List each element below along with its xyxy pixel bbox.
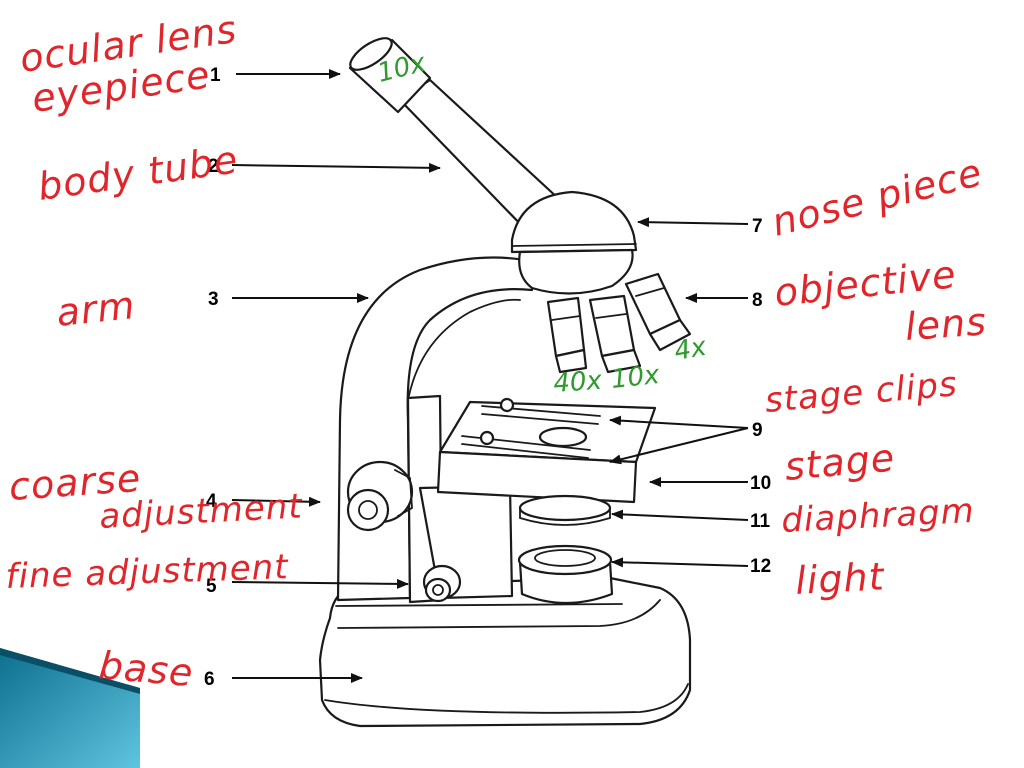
callout-number-8: 8 xyxy=(752,290,763,311)
label-objective-10x: 10x xyxy=(610,360,662,395)
callout-number-1: 1 xyxy=(210,65,221,86)
callout-number-12: 12 xyxy=(750,556,771,577)
label-body-tube: body tube xyxy=(35,137,241,209)
callout-numbers: 1 2 3 4 5 6 7 8 9 10 11 12 xyxy=(204,65,771,690)
label-lens: lens xyxy=(904,299,989,349)
callout-number-2: 2 xyxy=(208,156,219,177)
label-nose-piece: nose piece xyxy=(768,150,987,245)
callout-number-10: 10 xyxy=(750,473,771,494)
label-fine-adjustment: fine adjustment xyxy=(5,547,290,597)
label-stage-clips: stage clips xyxy=(763,364,959,421)
callout-number-7: 7 xyxy=(752,216,763,237)
label-objective-40x: 40x xyxy=(552,366,603,399)
label-arm: arm xyxy=(54,283,137,335)
label-objective-4x: 4x xyxy=(672,332,709,367)
microscope-illustration xyxy=(318,37,692,728)
label-stage: stage xyxy=(783,436,897,489)
label-diaphragm: diaphragm xyxy=(780,491,975,541)
label-coarse: coarse xyxy=(8,456,143,509)
corner-decoration xyxy=(0,648,140,768)
callout-number-3: 3 xyxy=(208,289,219,310)
callout-number-5: 5 xyxy=(206,576,217,597)
callout-arrows xyxy=(231,69,749,683)
callout-number-11: 11 xyxy=(750,511,771,532)
callout-number-9: 9 xyxy=(752,420,763,441)
label-base: base xyxy=(97,643,195,695)
label-light: light xyxy=(794,554,886,603)
callout-number-4: 4 xyxy=(206,491,217,512)
callout-number-6: 6 xyxy=(204,669,215,690)
